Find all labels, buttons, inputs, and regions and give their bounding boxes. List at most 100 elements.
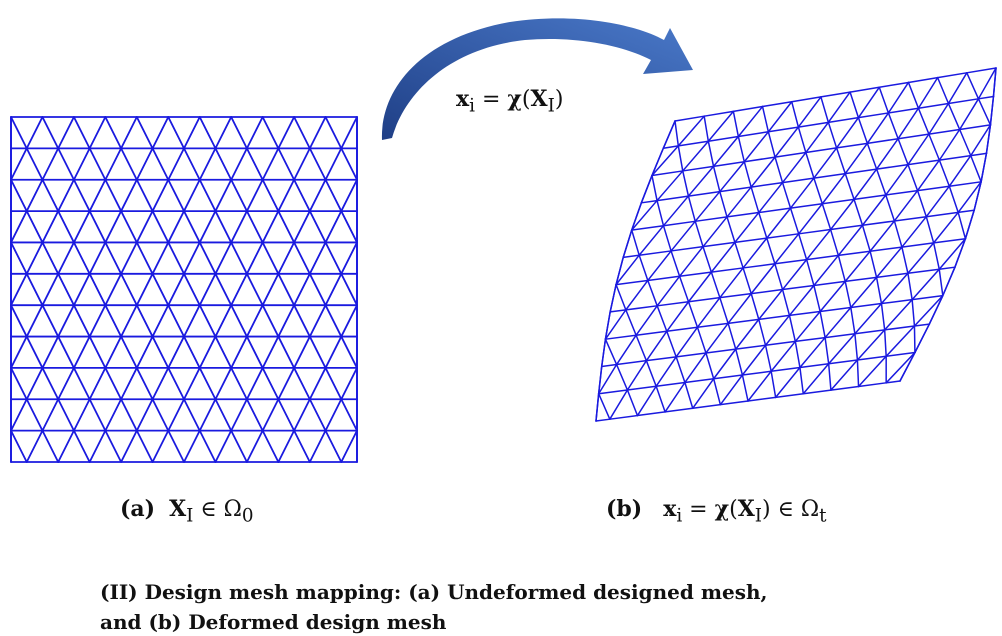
mesh-edge [656, 305, 668, 333]
mesh-edge [677, 115, 705, 147]
mesh-edge [340, 210, 358, 244]
mesh-edge [597, 365, 603, 395]
mesh-edge [662, 224, 672, 252]
mesh-edge [821, 172, 847, 205]
mesh-edge [925, 215, 935, 244]
mesh-edge [135, 147, 154, 181]
mapping-equation-label: xi = χ(XI) [456, 86, 564, 117]
mesh-edge [869, 220, 896, 252]
mesh-edge [916, 159, 941, 192]
mesh-edge [88, 241, 107, 275]
mesh-edge [293, 272, 311, 307]
mesh-edge [856, 359, 860, 388]
mesh-edge [25, 367, 44, 401]
mesh-edge [10, 335, 28, 369]
mesh-edge [57, 116, 75, 150]
mesh-edge [916, 185, 951, 192]
mesh-edge [958, 124, 992, 131]
mesh-edge [645, 359, 657, 387]
mesh-edge [261, 147, 280, 181]
mesh-edge [104, 210, 122, 244]
mesh-edge [246, 398, 264, 432]
mesh-edge [638, 224, 665, 256]
mesh-edge [813, 177, 824, 205]
mesh-edge [25, 116, 44, 150]
mesh-edge [875, 168, 887, 196]
mesh-edge [770, 340, 797, 373]
mesh-edge [324, 367, 343, 401]
mesh-edge [88, 272, 107, 307]
mesh-edge [694, 190, 721, 223]
mesh-edge [261, 335, 280, 369]
mesh-edge [907, 133, 930, 166]
mesh-edge [893, 220, 903, 248]
mesh-edge [198, 147, 217, 181]
mesh-edge [73, 304, 91, 338]
mesh-edge [308, 241, 327, 275]
mesh-edge [741, 344, 767, 376]
mesh-edge [821, 203, 832, 231]
mesh-edge [954, 237, 967, 268]
mesh-edge [861, 194, 887, 227]
mesh-edge [638, 254, 649, 282]
mesh-edge [789, 203, 824, 209]
mesh-edge [678, 275, 690, 303]
mesh-edge [626, 385, 657, 391]
mesh-edge [246, 147, 264, 181]
mesh-edge [230, 429, 248, 463]
mesh-edge [712, 374, 744, 380]
mesh-edge [293, 116, 311, 150]
mesh-edge [741, 370, 772, 376]
mesh-edge [853, 194, 887, 201]
mesh-edge [684, 378, 715, 384]
mesh-edge [10, 398, 28, 432]
mesh-edge [88, 429, 107, 463]
mesh-edge [743, 131, 770, 163]
mesh-edge [675, 326, 699, 358]
mesh-edge [875, 163, 909, 170]
mesh-edge [805, 228, 832, 261]
mesh-edge [198, 335, 217, 369]
mesh-edge [781, 151, 807, 184]
mesh-edge [230, 241, 248, 275]
mesh-edge [767, 100, 793, 133]
mesh-edge [183, 116, 201, 150]
mesh-edge [88, 210, 107, 244]
mesh-edge [324, 398, 343, 432]
mesh-edge [687, 190, 721, 197]
mesh-edge [664, 381, 686, 413]
mesh-edge [875, 246, 903, 279]
mesh-edge [805, 151, 815, 179]
mesh-edge [797, 233, 808, 261]
mesh-edge [764, 340, 797, 347]
mesh-edge [246, 272, 264, 307]
mesh-edge [703, 110, 735, 117]
mesh-edge [936, 76, 950, 105]
mesh-edge [766, 233, 800, 239]
mesh-edge [767, 131, 776, 158]
mesh-edge [151, 429, 170, 463]
mesh-edge [214, 335, 233, 369]
mesh-edge [977, 98, 992, 126]
mesh-edge [913, 323, 931, 327]
mesh-edge [790, 100, 800, 128]
mesh-edge [662, 120, 676, 150]
mesh-edge [742, 263, 776, 269]
mesh-edge [893, 189, 919, 222]
mesh-edge [743, 160, 752, 188]
mesh-edge [183, 147, 201, 181]
mesh-edge [609, 309, 627, 313]
mesh-edge [183, 367, 201, 401]
mesh-edge [277, 241, 295, 275]
mesh-edge [712, 378, 722, 406]
mesh-edge [682, 140, 710, 172]
mesh-edge [73, 367, 91, 401]
mesh-edge [662, 195, 690, 227]
mesh-edge [230, 210, 248, 244]
mesh-edge [615, 254, 640, 286]
mesh-edge [261, 367, 280, 401]
mesh-edge [340, 241, 358, 275]
mesh-edge [925, 185, 951, 218]
mesh-edge [901, 215, 928, 248]
mesh-edge [41, 210, 60, 244]
